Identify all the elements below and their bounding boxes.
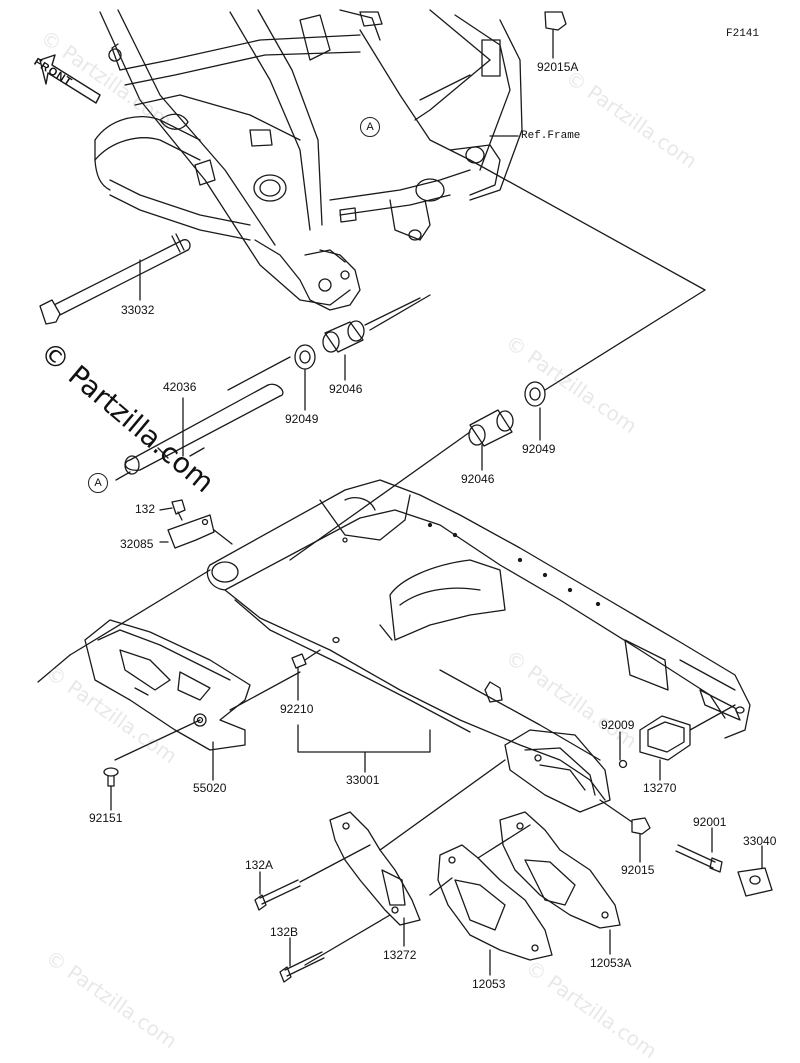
screw-92009 (618, 759, 628, 769)
part-label-55020[interactable]: 55020 (193, 781, 227, 795)
bolt-92210 (291, 636, 340, 669)
part-label-32085[interactable]: 32085 (120, 537, 154, 551)
plate-13270 (639, 715, 691, 761)
part-label-92046[interactable]: 92046 (329, 382, 363, 396)
part-label-92046[interactable]: 92046 (461, 472, 495, 486)
bearing-92046-lower (468, 409, 514, 447)
part-label-92001[interactable]: 92001 (693, 815, 727, 829)
part-label-33032[interactable]: 33032 (121, 303, 155, 317)
ref-frame-label: Ref.Frame (521, 130, 581, 142)
callout-a: A (360, 117, 380, 137)
part-label-132[interactable]: 132 (135, 502, 156, 516)
leader-33001 (297, 724, 431, 753)
part-label-92049[interactable]: 92049 (522, 442, 556, 456)
part-label-13272[interactable]: 13272 (383, 948, 417, 962)
bolt-132b (279, 951, 325, 983)
part-label-12053[interactable]: 12053 (472, 977, 506, 991)
part-label-42036[interactable]: 42036 (163, 380, 197, 394)
part-label-92151[interactable]: 92151 (89, 811, 123, 825)
part-label-132b[interactable]: 132B (270, 925, 299, 939)
part-label-13270[interactable]: 13270 (643, 781, 677, 795)
chain-guide-block (504, 729, 611, 813)
chain-guide-12053 (437, 844, 553, 961)
seal-92049-upper (294, 344, 316, 370)
seal-92049-lower (524, 381, 546, 407)
figure-id: F2141 (726, 28, 760, 40)
guide-32085 (167, 514, 215, 549)
part-label-132a[interactable]: 132A (245, 858, 274, 872)
part-label-92049[interactable]: 92049 (285, 412, 319, 426)
chain-guide-12053a (499, 811, 621, 929)
part-label-33001[interactable]: 33001 (346, 773, 380, 787)
screw-92151 (103, 767, 119, 787)
callout-a: A (88, 473, 108, 493)
chain-case-55020 (84, 619, 251, 751)
bolt-132 (171, 499, 186, 521)
part-label-92015a[interactable]: 92015A (537, 60, 579, 74)
bearing-92046-upper (322, 320, 365, 353)
bolt-92001 (675, 844, 723, 873)
part-label-33040[interactable]: 33040 (743, 834, 777, 848)
guide-plate-13272 (329, 811, 421, 926)
nut-92015 (631, 817, 651, 835)
collar-42036 (124, 383, 284, 475)
frame-illustration (94, 9, 523, 311)
bolt-132a (254, 879, 301, 911)
swingarm-exploded-diagram (37, 9, 773, 983)
part-label-92015[interactable]: 92015 (621, 863, 655, 877)
swingarm-33001 (206, 479, 751, 801)
block-33040 (737, 867, 773, 897)
part-label-92210[interactable]: 92210 (280, 702, 314, 716)
pivot-shaft-33032 (39, 233, 191, 325)
part-label-12053a[interactable]: 12053A (590, 956, 632, 970)
part-label-92009[interactable]: 92009 (601, 718, 635, 732)
front-arrow-icon (39, 54, 101, 104)
